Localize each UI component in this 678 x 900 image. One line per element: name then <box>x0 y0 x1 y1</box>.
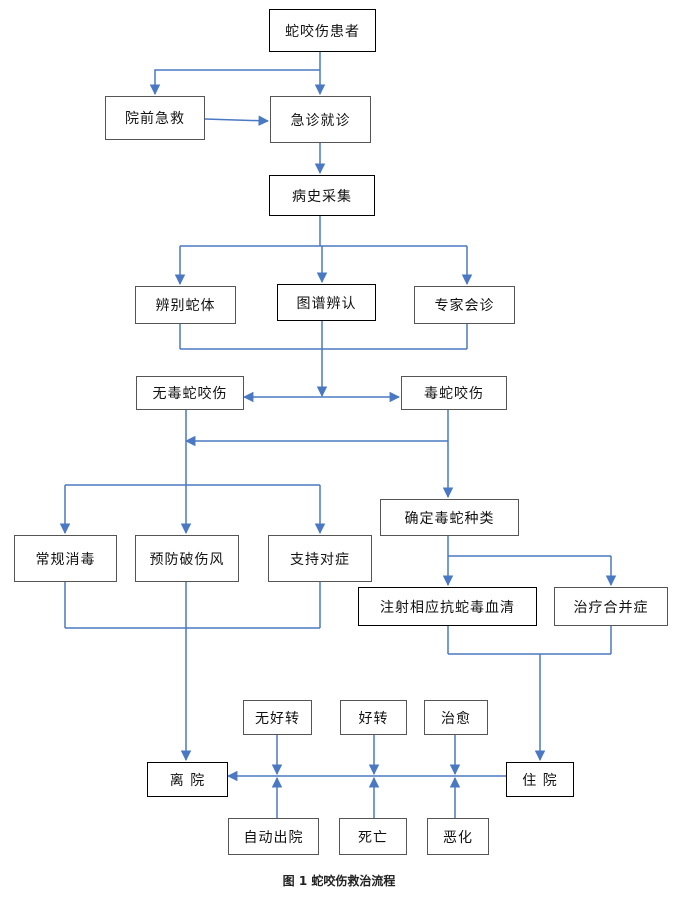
node-history: 病史采集 <box>269 175 375 216</box>
figure-caption: 图 1 蛇咬伤救治流程 <box>282 874 396 888</box>
node-venomous: 毒蛇咬伤 <box>401 376 507 410</box>
node-discharge: 离 院 <box>147 762 228 797</box>
node-self-discharge: 自动出院 <box>228 818 319 855</box>
node-emergency: 急诊就诊 <box>270 96 371 143</box>
node-patient: 蛇咬伤患者 <box>269 9 376 52</box>
node-species: 确定毒蛇种类 <box>380 499 519 536</box>
node-expert: 专家会诊 <box>414 286 515 324</box>
node-admitted: 住 院 <box>506 762 574 797</box>
node-prehospital: 院前急救 <box>105 96 205 140</box>
node-identify-body: 辨别蛇体 <box>135 286 236 324</box>
node-cured: 治愈 <box>424 700 488 735</box>
node-complications: 治疗合并症 <box>554 587 668 626</box>
node-worsened: 恶化 <box>427 818 489 855</box>
node-not-improved: 无好转 <box>243 700 312 735</box>
node-tetanus: 预防破伤风 <box>135 535 239 582</box>
node-supportive: 支持对症 <box>268 535 372 582</box>
node-atlas: 图谱辨认 <box>277 284 376 321</box>
node-death: 死亡 <box>339 818 407 855</box>
node-nonvenomous: 无毒蛇咬伤 <box>136 376 244 410</box>
node-disinfect: 常规消毒 <box>14 535 117 582</box>
node-antivenom: 注射相应抗蛇毒血清 <box>358 587 537 626</box>
node-improved: 好转 <box>340 700 407 735</box>
